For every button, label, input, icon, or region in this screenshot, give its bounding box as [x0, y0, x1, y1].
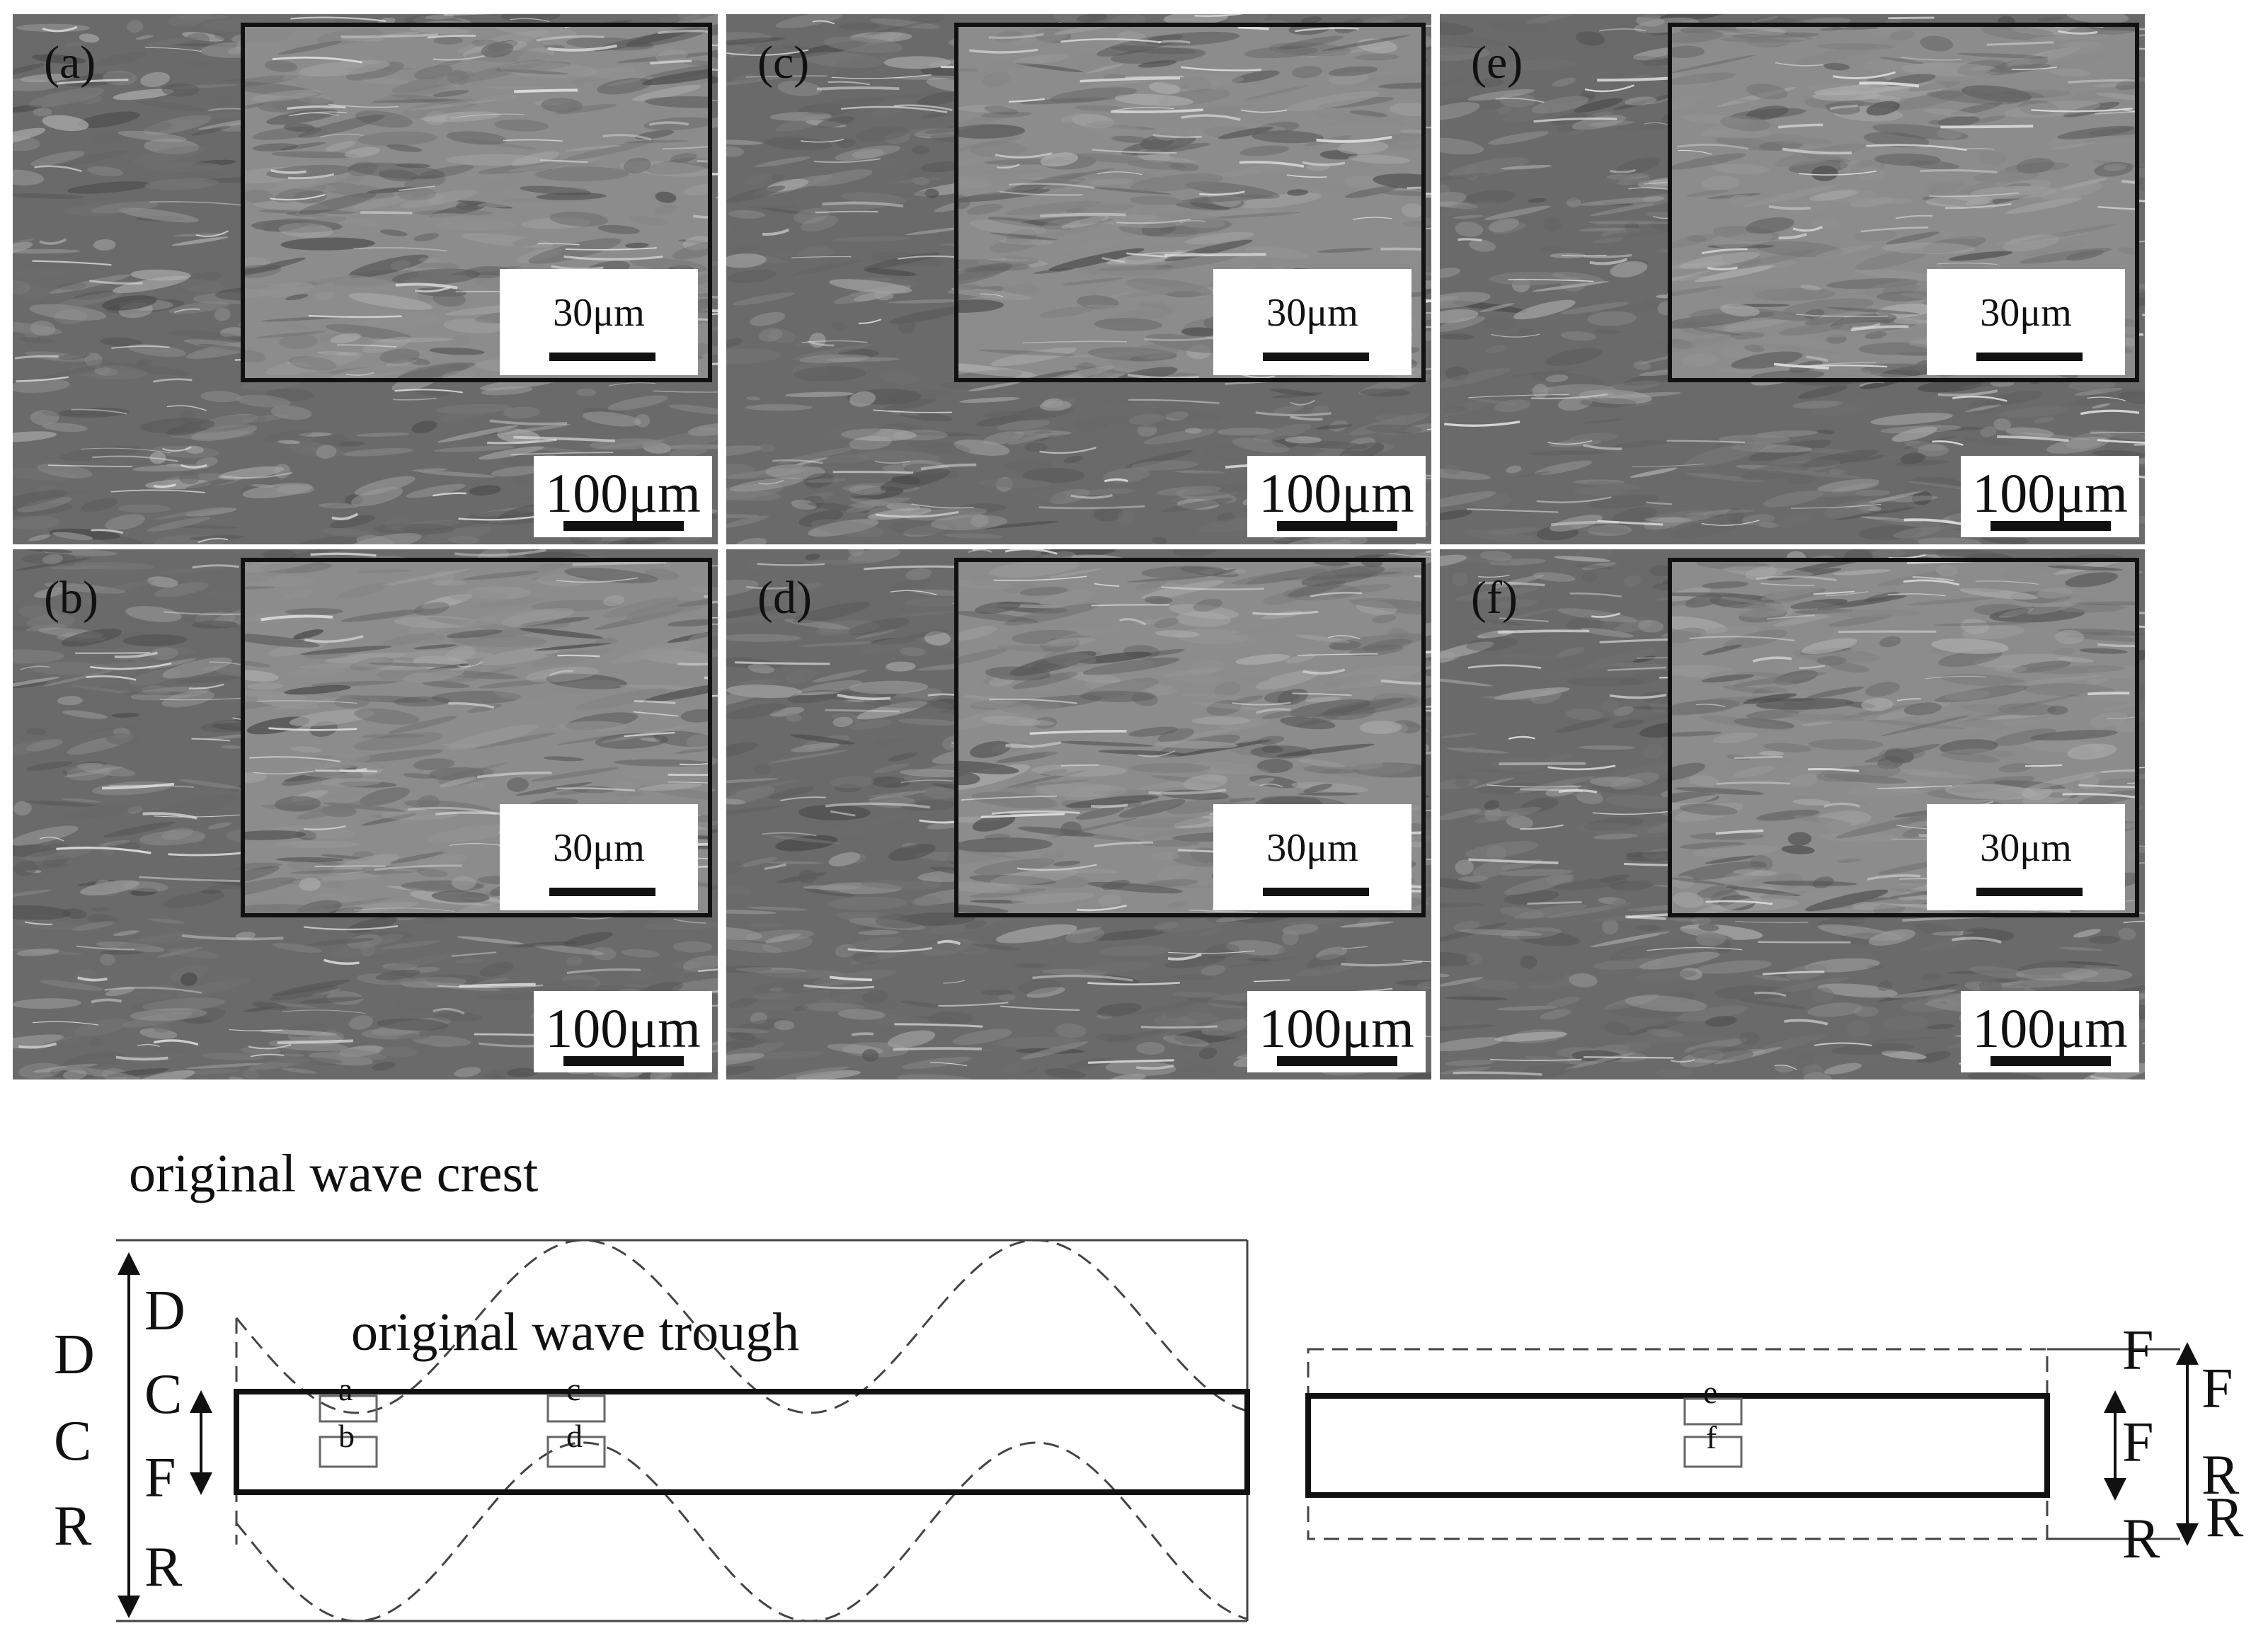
main-scale-line: [1991, 1056, 2111, 1066]
panel-label: (d): [757, 572, 812, 624]
inner-letter-c: C: [144, 1363, 183, 1426]
sem-panel-f: (f) 30μm 100μm: [1440, 549, 2145, 1079]
inset-scale-line: [1263, 353, 1369, 361]
inset-scale-bar: 30μm: [1927, 269, 2125, 375]
sample-label-d: d: [566, 1418, 583, 1454]
right-letter-r-low: R: [2122, 1508, 2160, 1570]
sample-box-b: [319, 1436, 378, 1468]
inset-scale-bar: 30μm: [1213, 804, 1411, 910]
sem-panel-b: (b) 30μm 100μm: [13, 549, 718, 1079]
inset-texture: [1672, 27, 2135, 378]
main-scale-label: 100μm: [1259, 997, 1414, 1059]
inset-scale-label: 30μm: [553, 826, 645, 870]
inner-letter-d: D: [144, 1280, 185, 1342]
magnified-inset: 30μm: [241, 558, 712, 917]
main-scale-label: 100μm: [545, 462, 701, 524]
inset-scale-line: [1263, 888, 1369, 896]
sample-label-a: a: [338, 1371, 353, 1407]
sem-panel-c: (c) 30μm 100μm: [726, 14, 1431, 544]
sample-box-f: [1683, 1436, 1743, 1468]
outer-letter-r: R: [54, 1495, 92, 1557]
main-scale-bar: 100μm: [534, 456, 712, 537]
right-letter-f-top: F: [2122, 1319, 2154, 1382]
original-wave-top-boundary: [235, 1239, 1248, 1414]
inset-scale-label: 30μm: [1266, 291, 1358, 335]
sample-box-c: [546, 1394, 606, 1423]
inset-texture: [245, 562, 708, 913]
panel-label: (c): [757, 37, 810, 88]
inner-letter-f: F: [144, 1447, 176, 1509]
flattened-plate-left: [234, 1389, 1250, 1495]
sample-box-a: [319, 1394, 378, 1423]
main-scale-bar: 100μm: [1961, 991, 2139, 1072]
panel-label: (e): [1471, 37, 1523, 88]
panel-label: (f): [1471, 572, 1518, 624]
right-letter-f-mid: F: [2122, 1411, 2154, 1474]
sample-box-d: [546, 1436, 606, 1468]
inset-scale-line: [549, 888, 655, 896]
inset-scale-bar: 30μm: [1213, 269, 1411, 375]
trough-label: original wave trough: [351, 1302, 800, 1362]
panel-label: (b): [44, 572, 98, 624]
inset-scale-label: 30μm: [1980, 291, 2072, 335]
main-scale-bar: 100μm: [1247, 991, 1426, 1072]
panel-label: (a): [44, 37, 96, 88]
schematic-drawing: [116, 1239, 2199, 1622]
magnified-inset: 30μm: [954, 558, 1426, 917]
inset-scale-bar: 30μm: [500, 804, 698, 910]
magnified-inset: 30μm: [954, 23, 1426, 382]
inset-scale-label: 30μm: [553, 291, 645, 335]
inset-scale-label: 30μm: [1980, 826, 2072, 870]
right-outer-letter-r: R: [2201, 1444, 2240, 1506]
inset-scale-bar: 30μm: [500, 269, 698, 375]
main-scale-label: 100μm: [1972, 462, 2128, 524]
outer-letter-d: D: [54, 1324, 95, 1386]
inner-letter-r: R: [144, 1536, 183, 1598]
crest-label: original wave crest: [129, 1144, 539, 1203]
right-letter-r-bottom: R: [2206, 1487, 2244, 1549]
original-wave-bottom-boundary: [235, 1441, 1248, 1622]
inset-scale-line: [1976, 353, 2083, 361]
main-scale-line: [1277, 1056, 1397, 1066]
main-scale-label: 100μm: [545, 997, 701, 1059]
sample-label-b: b: [338, 1418, 355, 1454]
main-scale-line: [563, 1056, 684, 1066]
main-scale-line: [1277, 521, 1397, 531]
magnified-inset: 30μm: [1668, 23, 2139, 382]
main-scale-line: [563, 521, 684, 531]
main-scale-bar: 100μm: [1961, 456, 2139, 537]
inset-scale-bar: 30μm: [1927, 804, 2125, 910]
sample-label-c: c: [566, 1371, 581, 1407]
magnified-inset: 30μm: [241, 23, 712, 382]
outer-letter-c: C: [54, 1410, 92, 1472]
right-outer-letter-f: F: [2201, 1358, 2233, 1420]
sample-box-e: [1683, 1397, 1743, 1426]
inset-texture: [958, 562, 1421, 913]
main-scale-bar: 100μm: [534, 991, 712, 1072]
sem-panel-e: (e) 30μm 100μm: [1440, 14, 2145, 544]
magnified-inset: 30μm: [1668, 558, 2139, 917]
sample-label-e: e: [1703, 1374, 1718, 1410]
main-scale-label: 100μm: [1972, 997, 2128, 1059]
inset-scale-line: [1976, 888, 2083, 896]
sampling-schematic: original wave crest original wave trough…: [0, 1062, 2268, 1638]
inset-scale-line: [549, 353, 655, 361]
inset-scale-label: 30μm: [1266, 826, 1358, 870]
sem-panel-a: (a) 30μm 100μm: [13, 14, 718, 544]
flattened-plate-right: [1305, 1393, 2050, 1498]
sample-label-f: f: [1706, 1419, 1717, 1455]
sem-panel-d: (d) 30μm 100μm: [726, 549, 1431, 1079]
main-scale-bar: 100μm: [1247, 456, 1426, 537]
main-scale-line: [1991, 521, 2111, 531]
main-scale-label: 100μm: [1259, 462, 1414, 524]
original-flat-plate: [1307, 1348, 2049, 1540]
